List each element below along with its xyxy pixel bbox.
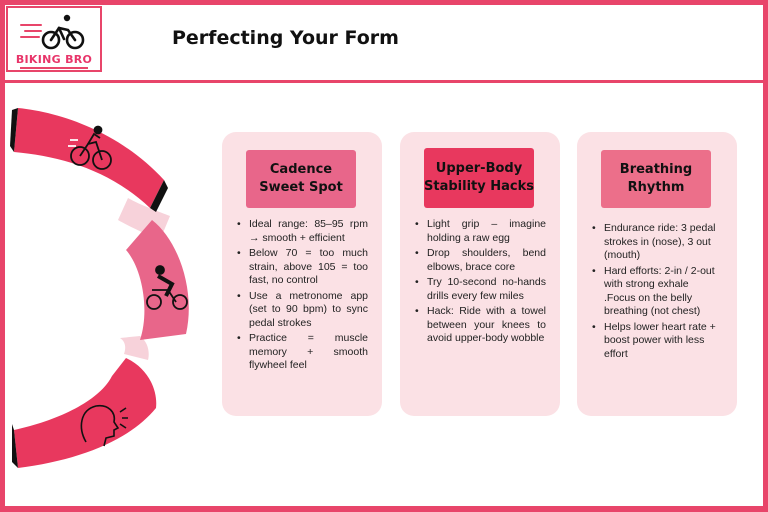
frame-top-border <box>0 0 768 5</box>
brand-underline <box>20 67 88 69</box>
card-breathing: Breathing Rhythm Endurance ride: 3 pedal… <box>577 132 737 416</box>
card-bullets: Endurance ride: 3 pedal strokes in (nose… <box>591 222 723 363</box>
header-divider <box>0 80 768 83</box>
card-cadence: Cadence Sweet Spot Ideal range: 85–95 rp… <box>222 132 382 416</box>
list-item: Light grip – imagine holding a raw egg <box>414 218 546 245</box>
card-heading: Breathing Rhythm <box>601 150 711 208</box>
rider-icon <box>146 265 188 310</box>
brand-logo: BIKING BRO <box>6 6 102 72</box>
card-upper-body: Upper-Body Stability Hacks Light grip – … <box>400 132 560 416</box>
list-item: Hard efforts: 2-in / 2-out with strong e… <box>591 265 723 319</box>
card-bullets: Ideal range: 85–95 rpm → smooth + effici… <box>236 218 368 375</box>
breathing-head-icon <box>80 404 128 447</box>
frame-left-border <box>0 0 5 512</box>
list-item: Helps lower heart rate + boost power wit… <box>591 321 723 362</box>
cyclist-icon <box>68 125 112 170</box>
list-item: Practice = muscle memory + smooth flywhe… <box>236 332 368 373</box>
list-item: Drop shoulders, bend elbows, brace core <box>414 247 546 274</box>
list-item: Hack: Ride with a towel between your kne… <box>414 305 546 346</box>
page-title: Perfecting Your Form <box>172 27 399 49</box>
card-heading: Upper-Body Stability Hacks <box>424 148 534 208</box>
card-heading: Cadence Sweet Spot <box>246 150 356 208</box>
list-item: Use a metronome app (set to 90 bpm) to s… <box>236 290 368 331</box>
brand-name: BIKING BRO <box>15 53 93 66</box>
card-bullets: Light grip – imagine holding a raw egg D… <box>414 218 546 348</box>
frame-right-border <box>763 0 768 512</box>
list-item: Try 10-second no-hands drills every few … <box>414 276 546 303</box>
frame-bottom-border <box>0 506 768 512</box>
list-item: Ideal range: 85–95 rpm → smooth + effici… <box>236 218 368 245</box>
list-item: Below 70 = too much strain, above 105 = … <box>236 247 368 288</box>
arc-segment-middle <box>126 220 189 340</box>
cyclist-icon <box>20 14 85 50</box>
arc-connector-2 <box>120 336 149 360</box>
side-arc-graphic <box>10 108 189 468</box>
list-item: Endurance ride: 3 pedal strokes in (nose… <box>591 222 723 263</box>
